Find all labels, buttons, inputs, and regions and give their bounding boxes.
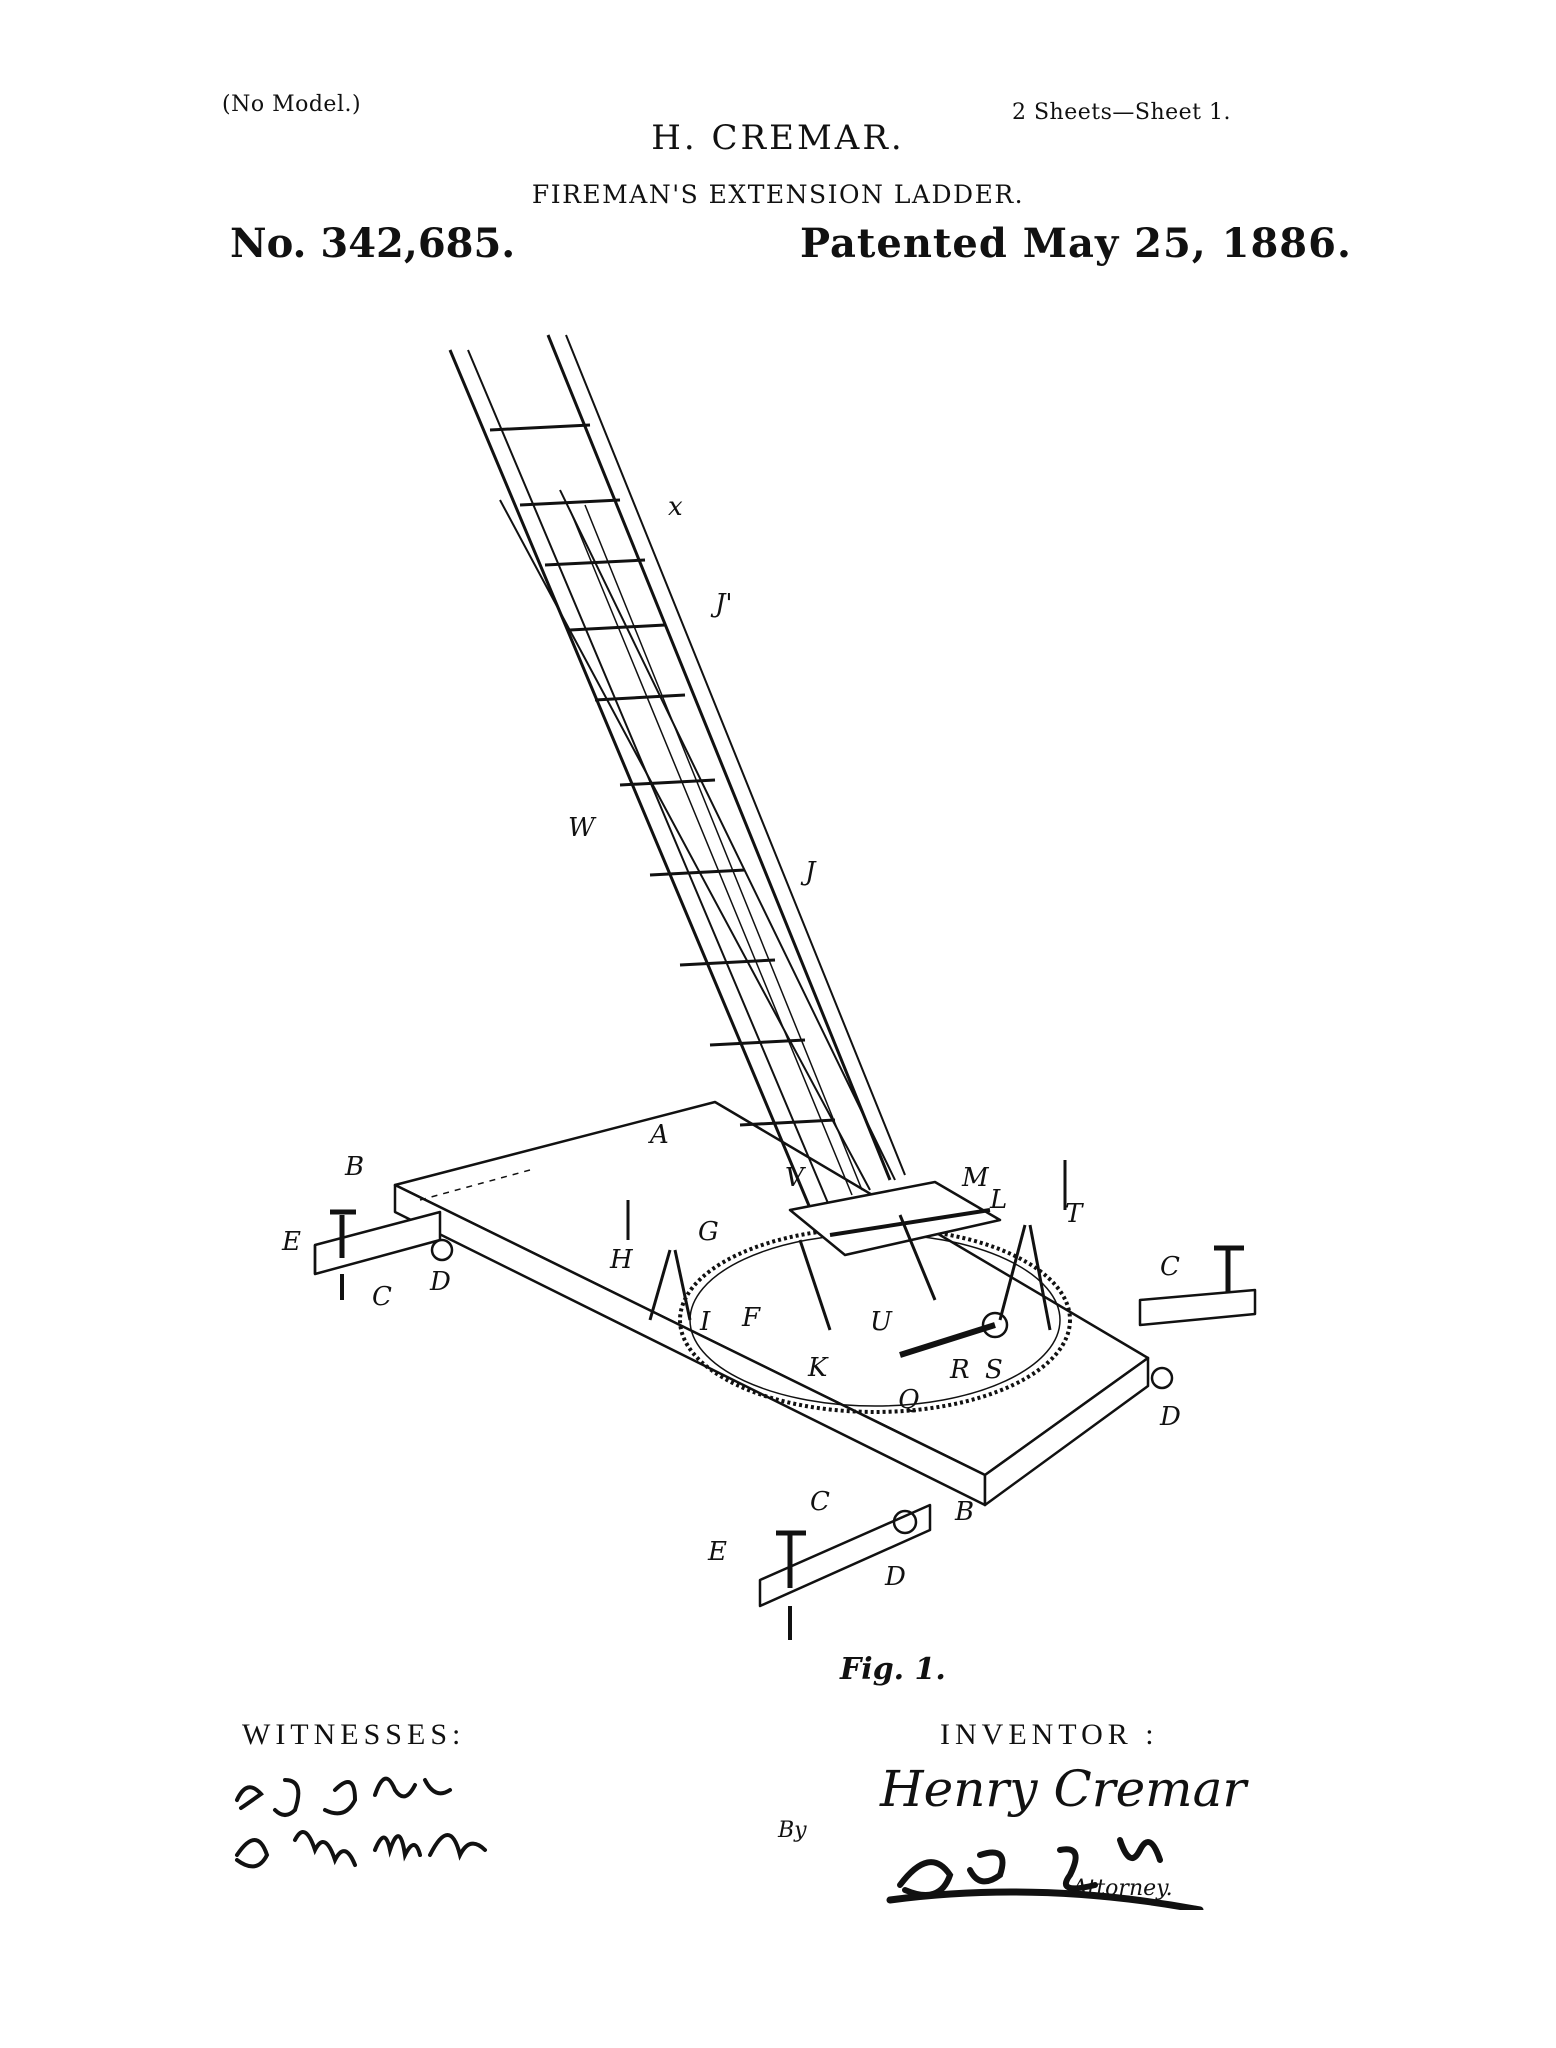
ref-label-w: W <box>568 813 597 843</box>
platform-side <box>983 1356 1150 1507</box>
ref-label-e-front: E <box>707 1537 727 1567</box>
attorney-signature <box>886 1837 1204 1910</box>
figure-label: Fig. 1. <box>840 1652 946 1687</box>
ref-label-d-right: D <box>1159 1402 1181 1432</box>
ref-label-e-left: E <box>281 1227 301 1257</box>
attorney-label: Attorney. <box>1072 1876 1173 1901</box>
ref-label-u: U <box>870 1307 893 1337</box>
outrigger-front <box>758 1503 932 1608</box>
ref-label-x: x <box>668 492 683 522</box>
ref-label-f: F <box>741 1303 761 1333</box>
witnesses-label: WITNESSES: <box>242 1718 466 1751</box>
ref-label-l: L <box>989 1185 1007 1215</box>
inventor-signature: Henry Cremar <box>880 1760 1247 1818</box>
patent-number: No. 342,685. <box>230 220 516 267</box>
ref-label-a: A <box>648 1120 669 1150</box>
ref-label-c-right: C <box>1160 1252 1180 1282</box>
inventor-label: INVENTOR : <box>940 1718 1159 1751</box>
ref-label-s: S <box>985 1355 1003 1385</box>
wheel-left <box>430 1238 454 1262</box>
ref-label-m: M <box>961 1163 990 1193</box>
outrigger-right <box>1138 1288 1257 1327</box>
no-model-note: (No Model.) <box>222 92 362 117</box>
ref-label-j: J <box>800 857 817 887</box>
ladder-rail-right <box>546 334 892 1181</box>
witness-signatures <box>235 1776 487 1869</box>
inventor-name-heading: H. CREMAR. <box>651 118 905 158</box>
ref-label-c-left: C <box>372 1282 392 1312</box>
ref-label-b-left: B <box>344 1152 364 1182</box>
sheet-number: 2 Sheets—Sheet 1. <box>1012 100 1232 125</box>
ref-label-t: T <box>1065 1199 1084 1229</box>
ref-label-q: Q <box>898 1385 919 1415</box>
by-label: By <box>778 1818 807 1843</box>
outrigger-left <box>313 1210 442 1276</box>
ref-label-j-prime: J' <box>710 589 733 619</box>
ref-label-k: K <box>807 1353 829 1383</box>
wheel-right <box>1150 1366 1174 1390</box>
ref-label-i: I <box>699 1307 711 1337</box>
ref-label-b-front: B <box>954 1497 974 1527</box>
ref-label-d-left: D <box>429 1267 451 1297</box>
patent-date: Patented May 25, 1886. <box>800 220 1352 267</box>
wheel-front <box>892 1509 918 1535</box>
ref-label-d-front: D <box>884 1562 906 1592</box>
patent-title: FIREMAN'S EXTENSION LADDER. <box>531 180 1025 209</box>
ref-label-v: V <box>785 1163 806 1193</box>
platform-top <box>393 1100 1150 1477</box>
ref-label-h: H <box>609 1245 634 1275</box>
ref-label-c-front: C <box>810 1487 830 1517</box>
ref-label-r: R <box>949 1355 970 1385</box>
ref-label-g: G <box>698 1217 719 1247</box>
